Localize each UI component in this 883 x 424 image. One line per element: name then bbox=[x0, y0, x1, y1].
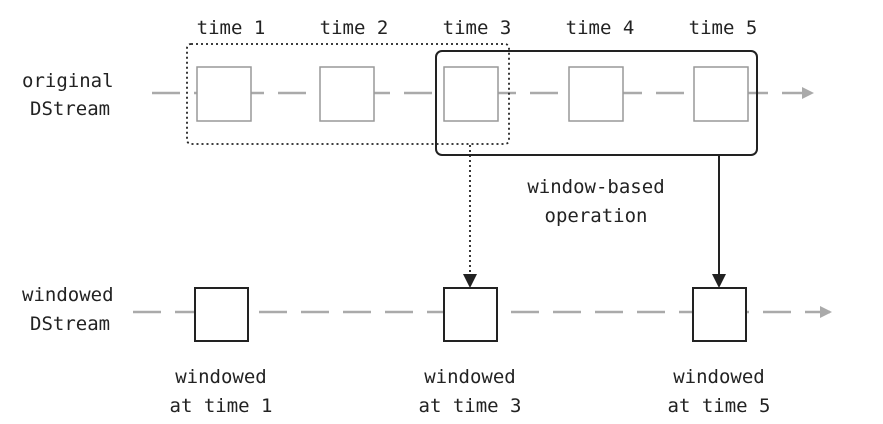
window-dotted-time-1-3 bbox=[186, 43, 510, 145]
time-label-1: time 1 bbox=[197, 17, 266, 39]
window-operation-label-line1: window-based bbox=[527, 176, 664, 198]
original-dstream-label-line2: DStream bbox=[30, 98, 110, 120]
windowed-box-time-1 bbox=[194, 287, 249, 342]
windowed-output-1-line1: windowed bbox=[175, 366, 267, 388]
window-solid-time-3-5 bbox=[435, 50, 758, 156]
windowed-output-3-line1: windowed bbox=[424, 366, 516, 388]
original-dstream-label-line1: original bbox=[22, 70, 114, 92]
windowed-dstream-label-line2: DStream bbox=[30, 313, 110, 335]
windowed-output-3-line2: at time 3 bbox=[419, 395, 522, 417]
time-label-3: time 3 bbox=[443, 17, 512, 39]
windowed-output-5-line1: windowed bbox=[673, 366, 765, 388]
windowed-box-time-5 bbox=[692, 287, 747, 342]
time-label-2: time 2 bbox=[320, 17, 389, 39]
windowed-box-time-3 bbox=[443, 287, 498, 342]
windowed-output-5-line2: at time 5 bbox=[668, 395, 771, 417]
windowed-dstream-label-line1: windowed bbox=[22, 284, 114, 306]
time-label-4: time 4 bbox=[566, 17, 635, 39]
windowed-output-1-line2: at time 1 bbox=[170, 395, 273, 417]
window-operation-label-line2: operation bbox=[545, 205, 648, 227]
original-batch-box-1 bbox=[196, 66, 252, 122]
time-label-5: time 5 bbox=[689, 17, 758, 39]
original-batch-box-2 bbox=[319, 66, 375, 122]
original-batch-box-3 bbox=[443, 66, 499, 122]
original-batch-box-5 bbox=[693, 66, 749, 122]
original-batch-box-4 bbox=[568, 66, 624, 122]
